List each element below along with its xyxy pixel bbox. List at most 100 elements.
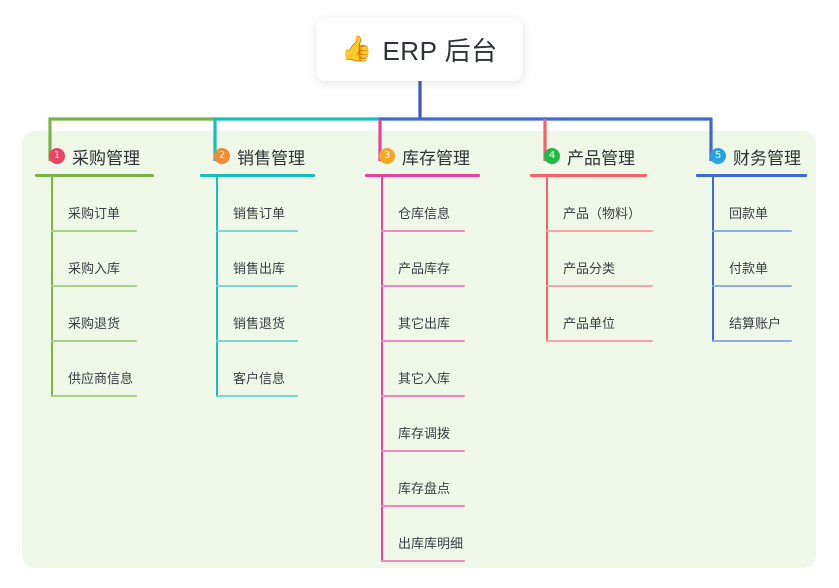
leaf-item-rule [51, 395, 137, 397]
branch-items-2: 销售订单销售出库销售退货客户信息 [200, 177, 350, 397]
leaf-item[interactable]: 产品单位 [530, 287, 690, 342]
branch-items-1: 采购订单采购入库采购退货供应商信息 [35, 177, 185, 397]
leaf-item-rule [546, 230, 653, 232]
leaf-item-label: 销售退货 [233, 316, 286, 331]
leaf-item-label: 回款单 [729, 206, 769, 221]
leaf-item-label: 结算账户 [729, 316, 782, 331]
leaf-item-rule [381, 340, 465, 342]
leaf-item[interactable]: 采购入库 [35, 232, 185, 287]
leaf-item-rule [381, 230, 465, 232]
branch-spine-5 [712, 177, 714, 342]
branch-column-3: 3 库存管理仓库信息产品库存其它出库其它入库库存调拨库存盘点出库库明细 [365, 143, 515, 562]
branch-badge-2: 2 [214, 148, 230, 164]
leaf-item-label: 出库库明细 [398, 536, 464, 551]
leaf-item[interactable]: 供应商信息 [35, 342, 185, 397]
branch-title-5: 财务管理 [733, 148, 801, 168]
leaf-item-label: 产品（物料） [563, 206, 642, 221]
leaf-item-label: 销售出库 [233, 261, 286, 276]
branch-badge-1: 1 [49, 148, 65, 164]
leaf-item-label: 付款单 [729, 261, 769, 276]
branch-rule-2 [200, 174, 315, 177]
diagram-panel-background [22, 131, 816, 568]
leaf-item-label: 产品单位 [563, 316, 616, 331]
branch-rule-4 [530, 174, 647, 177]
leaf-item-label: 仓库信息 [398, 206, 451, 221]
leaf-item[interactable]: 采购订单 [35, 177, 185, 232]
branch-spine-2 [216, 177, 218, 397]
leaf-item[interactable]: 结算账户 [696, 287, 826, 342]
leaf-item-rule [712, 230, 792, 232]
leaf-item-label: 供应商信息 [68, 371, 134, 386]
leaf-item-rule [216, 395, 298, 397]
branch-title-1: 采购管理 [72, 148, 140, 168]
branch-title-4: 产品管理 [567, 148, 635, 168]
leaf-item-label: 其它出库 [398, 316, 451, 331]
leaf-item-label: 产品分类 [563, 261, 616, 276]
leaf-item[interactable]: 采购退货 [35, 287, 185, 342]
leaf-item[interactable]: 库存盘点 [365, 452, 515, 507]
leaf-item-rule [546, 285, 653, 287]
leaf-item[interactable]: 产品（物料） [530, 177, 690, 232]
leaf-item-rule [51, 285, 137, 287]
leaf-item-label: 产品库存 [398, 261, 451, 276]
leaf-item[interactable]: 其它入库 [365, 342, 515, 397]
branch-rule-5 [696, 174, 807, 177]
branch-title-2: 销售管理 [237, 148, 305, 168]
leaf-item[interactable]: 产品分类 [530, 232, 690, 287]
leaf-item[interactable]: 出库库明细 [365, 507, 515, 562]
leaf-item-rule [381, 395, 465, 397]
leaf-item[interactable]: 销售退货 [200, 287, 350, 342]
leaf-item-rule [381, 505, 465, 507]
leaf-item[interactable]: 销售订单 [200, 177, 350, 232]
branch-badge-4: 4 [544, 148, 560, 164]
branch-header-1[interactable]: 1 采购管理 [35, 143, 185, 169]
leaf-item-label: 其它入库 [398, 371, 451, 386]
leaf-item[interactable]: 客户信息 [200, 342, 350, 397]
branch-spine-4 [546, 177, 548, 342]
branch-header-3[interactable]: 3 库存管理 [365, 143, 515, 169]
branch-rule-3 [365, 174, 480, 177]
leaf-item-label: 采购订单 [68, 206, 121, 221]
branch-column-1: 1 采购管理采购订单采购入库采购退货供应商信息 [35, 143, 185, 397]
leaf-item-label: 库存盘点 [398, 481, 451, 496]
branch-header-4[interactable]: 4 产品管理 [530, 143, 690, 169]
leaf-item[interactable]: 仓库信息 [365, 177, 515, 232]
leaf-item-label: 采购入库 [68, 261, 121, 276]
leaf-item-rule [546, 340, 653, 342]
leaf-item-label: 销售订单 [233, 206, 286, 221]
branch-header-5[interactable]: 5 财务管理 [696, 143, 826, 169]
leaf-item-rule [216, 340, 298, 342]
leaf-item-rule [381, 560, 465, 562]
branch-items-3: 仓库信息产品库存其它出库其它入库库存调拨库存盘点出库库明细 [365, 177, 515, 562]
branch-column-5: 5 财务管理回款单付款单结算账户 [696, 143, 826, 342]
branch-spine-1 [51, 177, 53, 397]
branch-badge-3: 3 [379, 148, 395, 164]
leaf-item[interactable]: 产品库存 [365, 232, 515, 287]
leaf-item-rule [712, 285, 792, 287]
leaf-item-label: 库存调拨 [398, 426, 451, 441]
branch-items-4: 产品（物料） 产品分类产品单位 [530, 177, 690, 342]
leaf-item-label: 采购退货 [68, 316, 121, 331]
leaf-item[interactable]: 库存调拨 [365, 397, 515, 452]
leaf-item[interactable]: 付款单 [696, 232, 826, 287]
branch-badge-5: 5 [710, 148, 726, 164]
leaf-item-rule [381, 285, 465, 287]
branch-column-2: 2 销售管理销售订单销售出库销售退货客户信息 [200, 143, 350, 397]
branch-rule-1 [35, 174, 154, 177]
leaf-item[interactable]: 其它出库 [365, 287, 515, 342]
leaf-item[interactable]: 销售出库 [200, 232, 350, 287]
leaf-item-rule [381, 450, 465, 452]
leaf-item-label: 客户信息 [233, 371, 286, 386]
branch-spine-3 [381, 177, 383, 562]
leaf-item-rule [51, 230, 137, 232]
branch-column-4: 4 产品管理产品（物料） 产品分类产品单位 [530, 143, 690, 342]
root-node-title: ERP 后台 [382, 36, 498, 66]
root-node-erp-backend[interactable]: 👍 ERP 后台 [316, 18, 523, 81]
thumbs-up-icon: 👍 [341, 35, 373, 63]
leaf-item-rule [51, 340, 137, 342]
leaf-item[interactable]: 回款单 [696, 177, 826, 232]
branch-header-2[interactable]: 2 销售管理 [200, 143, 350, 169]
branch-title-3: 库存管理 [402, 148, 470, 168]
leaf-item-rule [712, 340, 792, 342]
